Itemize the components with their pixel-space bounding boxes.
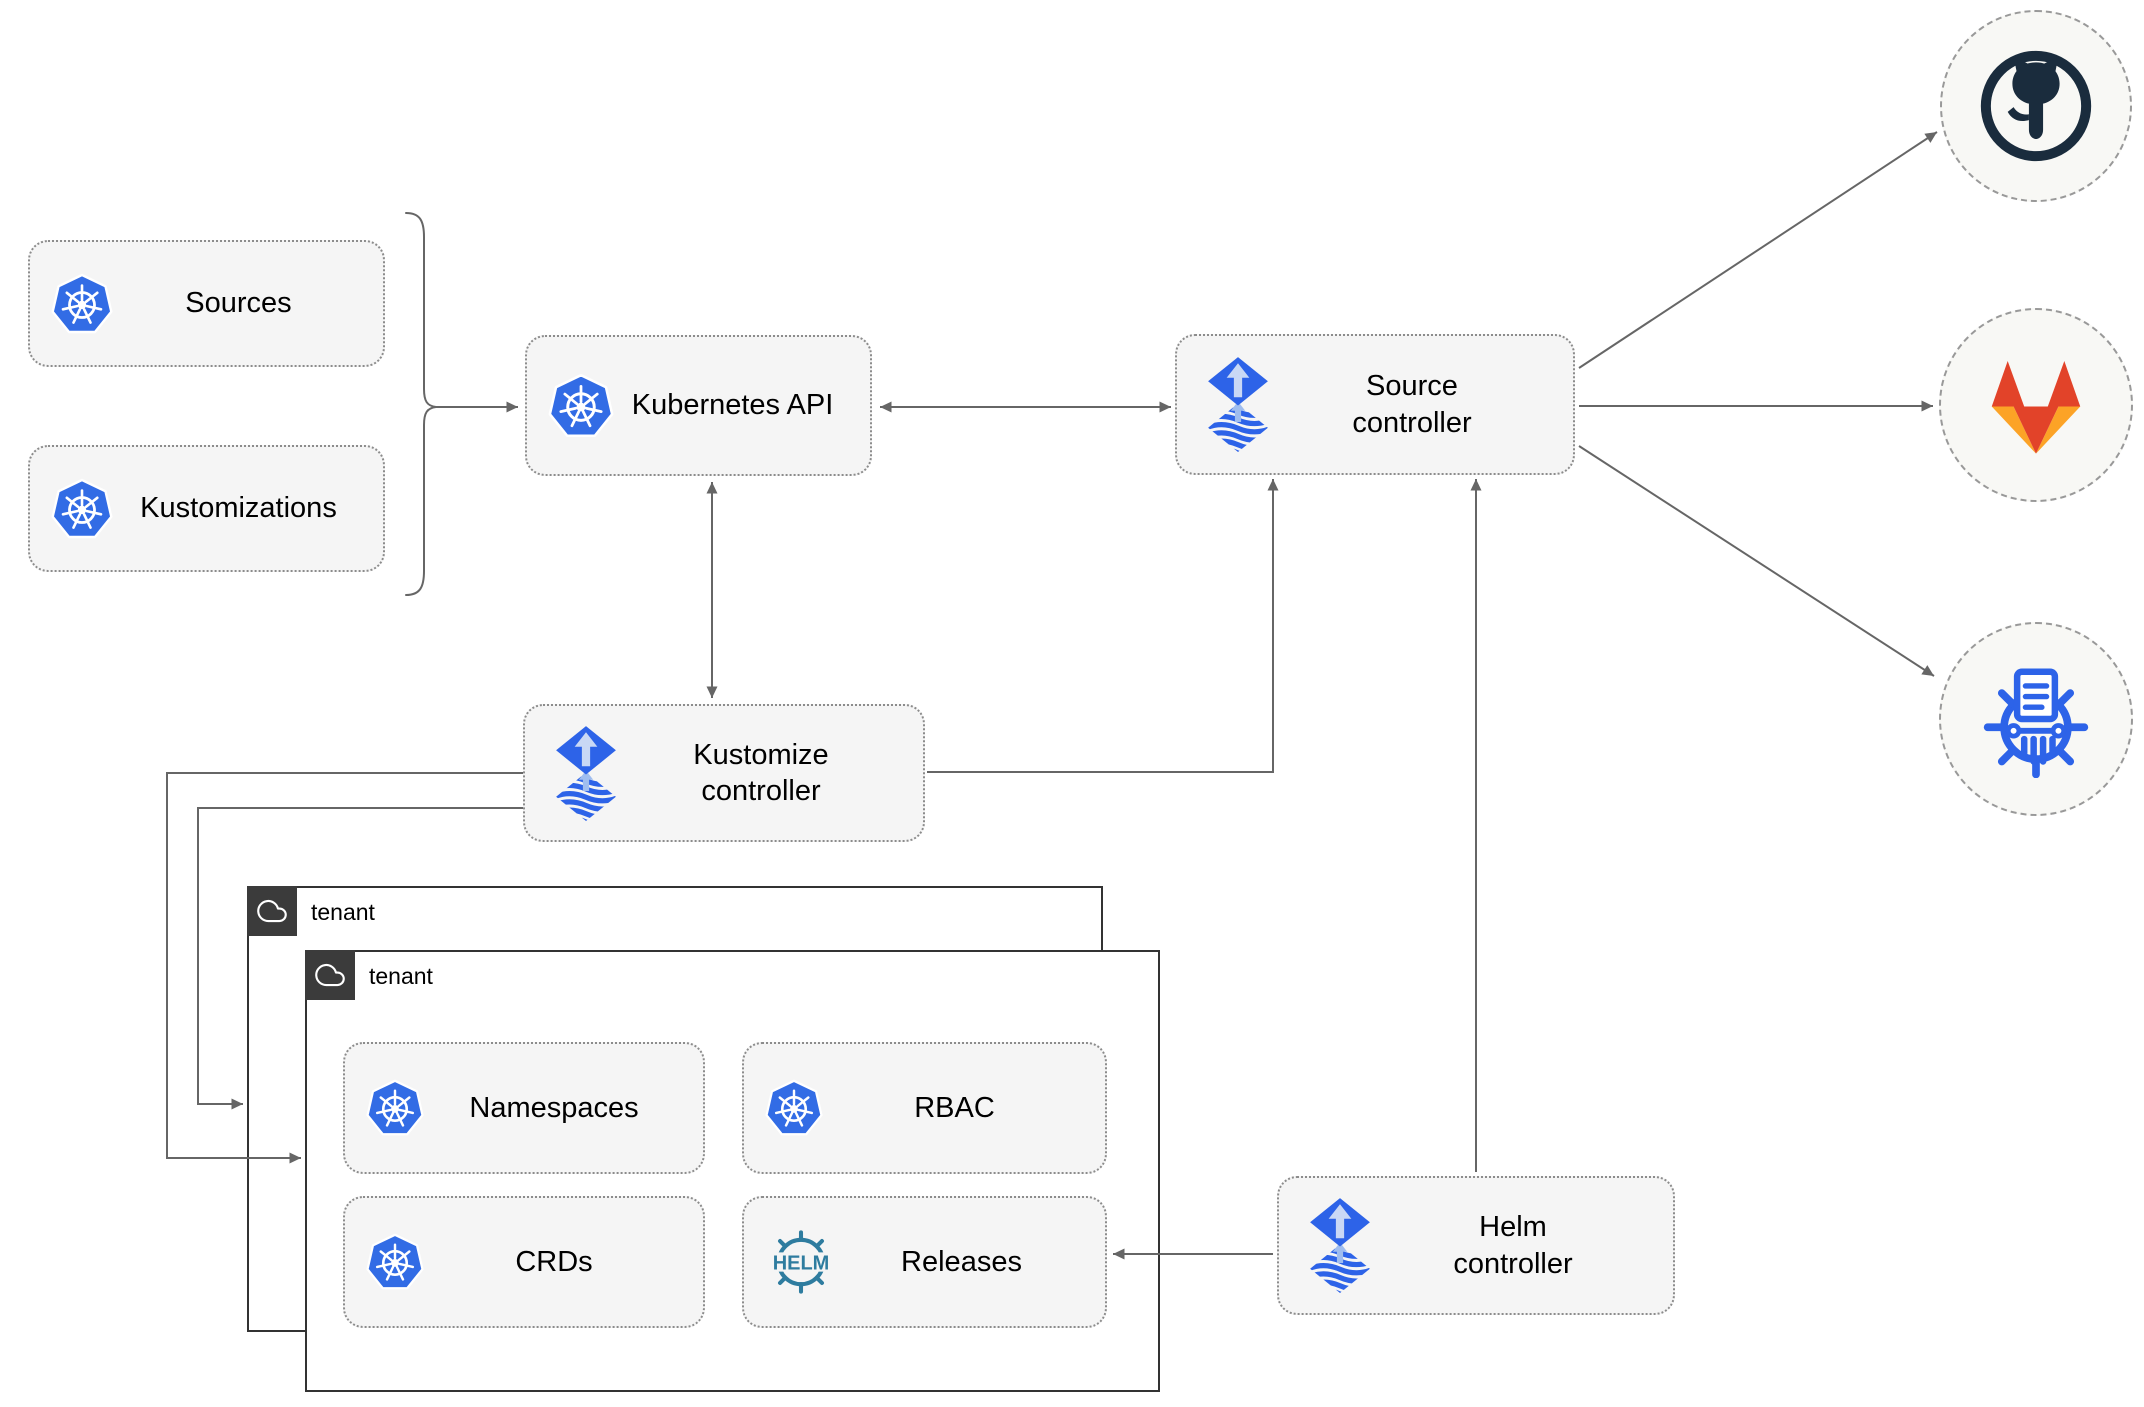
node-label: CRDs xyxy=(515,1245,593,1278)
kubernetes-icon xyxy=(547,372,615,440)
node-label: Source controller xyxy=(1352,370,1472,439)
kubernetes-icon xyxy=(50,477,114,541)
endpoint-kustomize-repo xyxy=(1939,622,2133,816)
node-label: Kustomize controller xyxy=(693,738,829,807)
edge-source-to-github xyxy=(1578,131,1938,369)
kubernetes-icon xyxy=(365,1078,425,1138)
node-label: Releases xyxy=(901,1245,1022,1278)
endpoint-github xyxy=(1940,10,2132,202)
edge-kustomize-to-source-controller xyxy=(927,479,1279,773)
node-rbac: RBAC xyxy=(742,1042,1107,1174)
node-label: Kustomizations xyxy=(140,492,337,525)
node-kustomize-controller: Kustomize controller xyxy=(523,704,925,842)
cloud-icon xyxy=(315,960,345,990)
kustomize-icon xyxy=(1977,660,2095,778)
node-helm-controller: Helm controller xyxy=(1277,1176,1675,1315)
helm-logo-text: HELM xyxy=(773,1252,830,1274)
gitlab-icon xyxy=(1977,346,2095,464)
node-label: RBAC xyxy=(914,1091,995,1124)
kubernetes-icon xyxy=(365,1232,425,1292)
node-namespaces: Namespaces xyxy=(343,1042,705,1174)
edge-source-to-kustomize-repo xyxy=(1578,445,1935,677)
tenant-label: tenant xyxy=(311,899,375,925)
node-label: Kubernetes API xyxy=(631,389,834,422)
node-kubernetes-api: Kubernetes API xyxy=(525,335,872,476)
kubernetes-icon xyxy=(50,272,114,336)
helm-icon: HELM xyxy=(768,1230,834,1294)
cloud-badge xyxy=(305,950,355,1000)
node-releases: HELM Releases xyxy=(742,1196,1107,1328)
flux-icon xyxy=(1307,1197,1373,1294)
node-sources: Sources xyxy=(28,240,385,367)
flux-icon xyxy=(1205,356,1271,453)
bracket-sources-kustomizations xyxy=(405,212,437,596)
flux-icon xyxy=(553,725,619,822)
tenant-label: tenant xyxy=(369,963,433,989)
cloud-icon xyxy=(257,896,287,926)
github-icon xyxy=(1977,47,2095,165)
node-label: Namespaces xyxy=(469,1091,639,1124)
node-source-controller: Source controller xyxy=(1175,334,1575,475)
cloud-badge xyxy=(247,886,297,936)
node-label: Sources xyxy=(185,287,292,320)
node-kustomizations: Kustomizations xyxy=(28,445,385,572)
node-crds: CRDs xyxy=(343,1196,705,1328)
endpoint-gitlab xyxy=(1939,308,2133,502)
kubernetes-icon xyxy=(764,1078,824,1138)
node-label: Helm controller xyxy=(1453,1211,1573,1280)
